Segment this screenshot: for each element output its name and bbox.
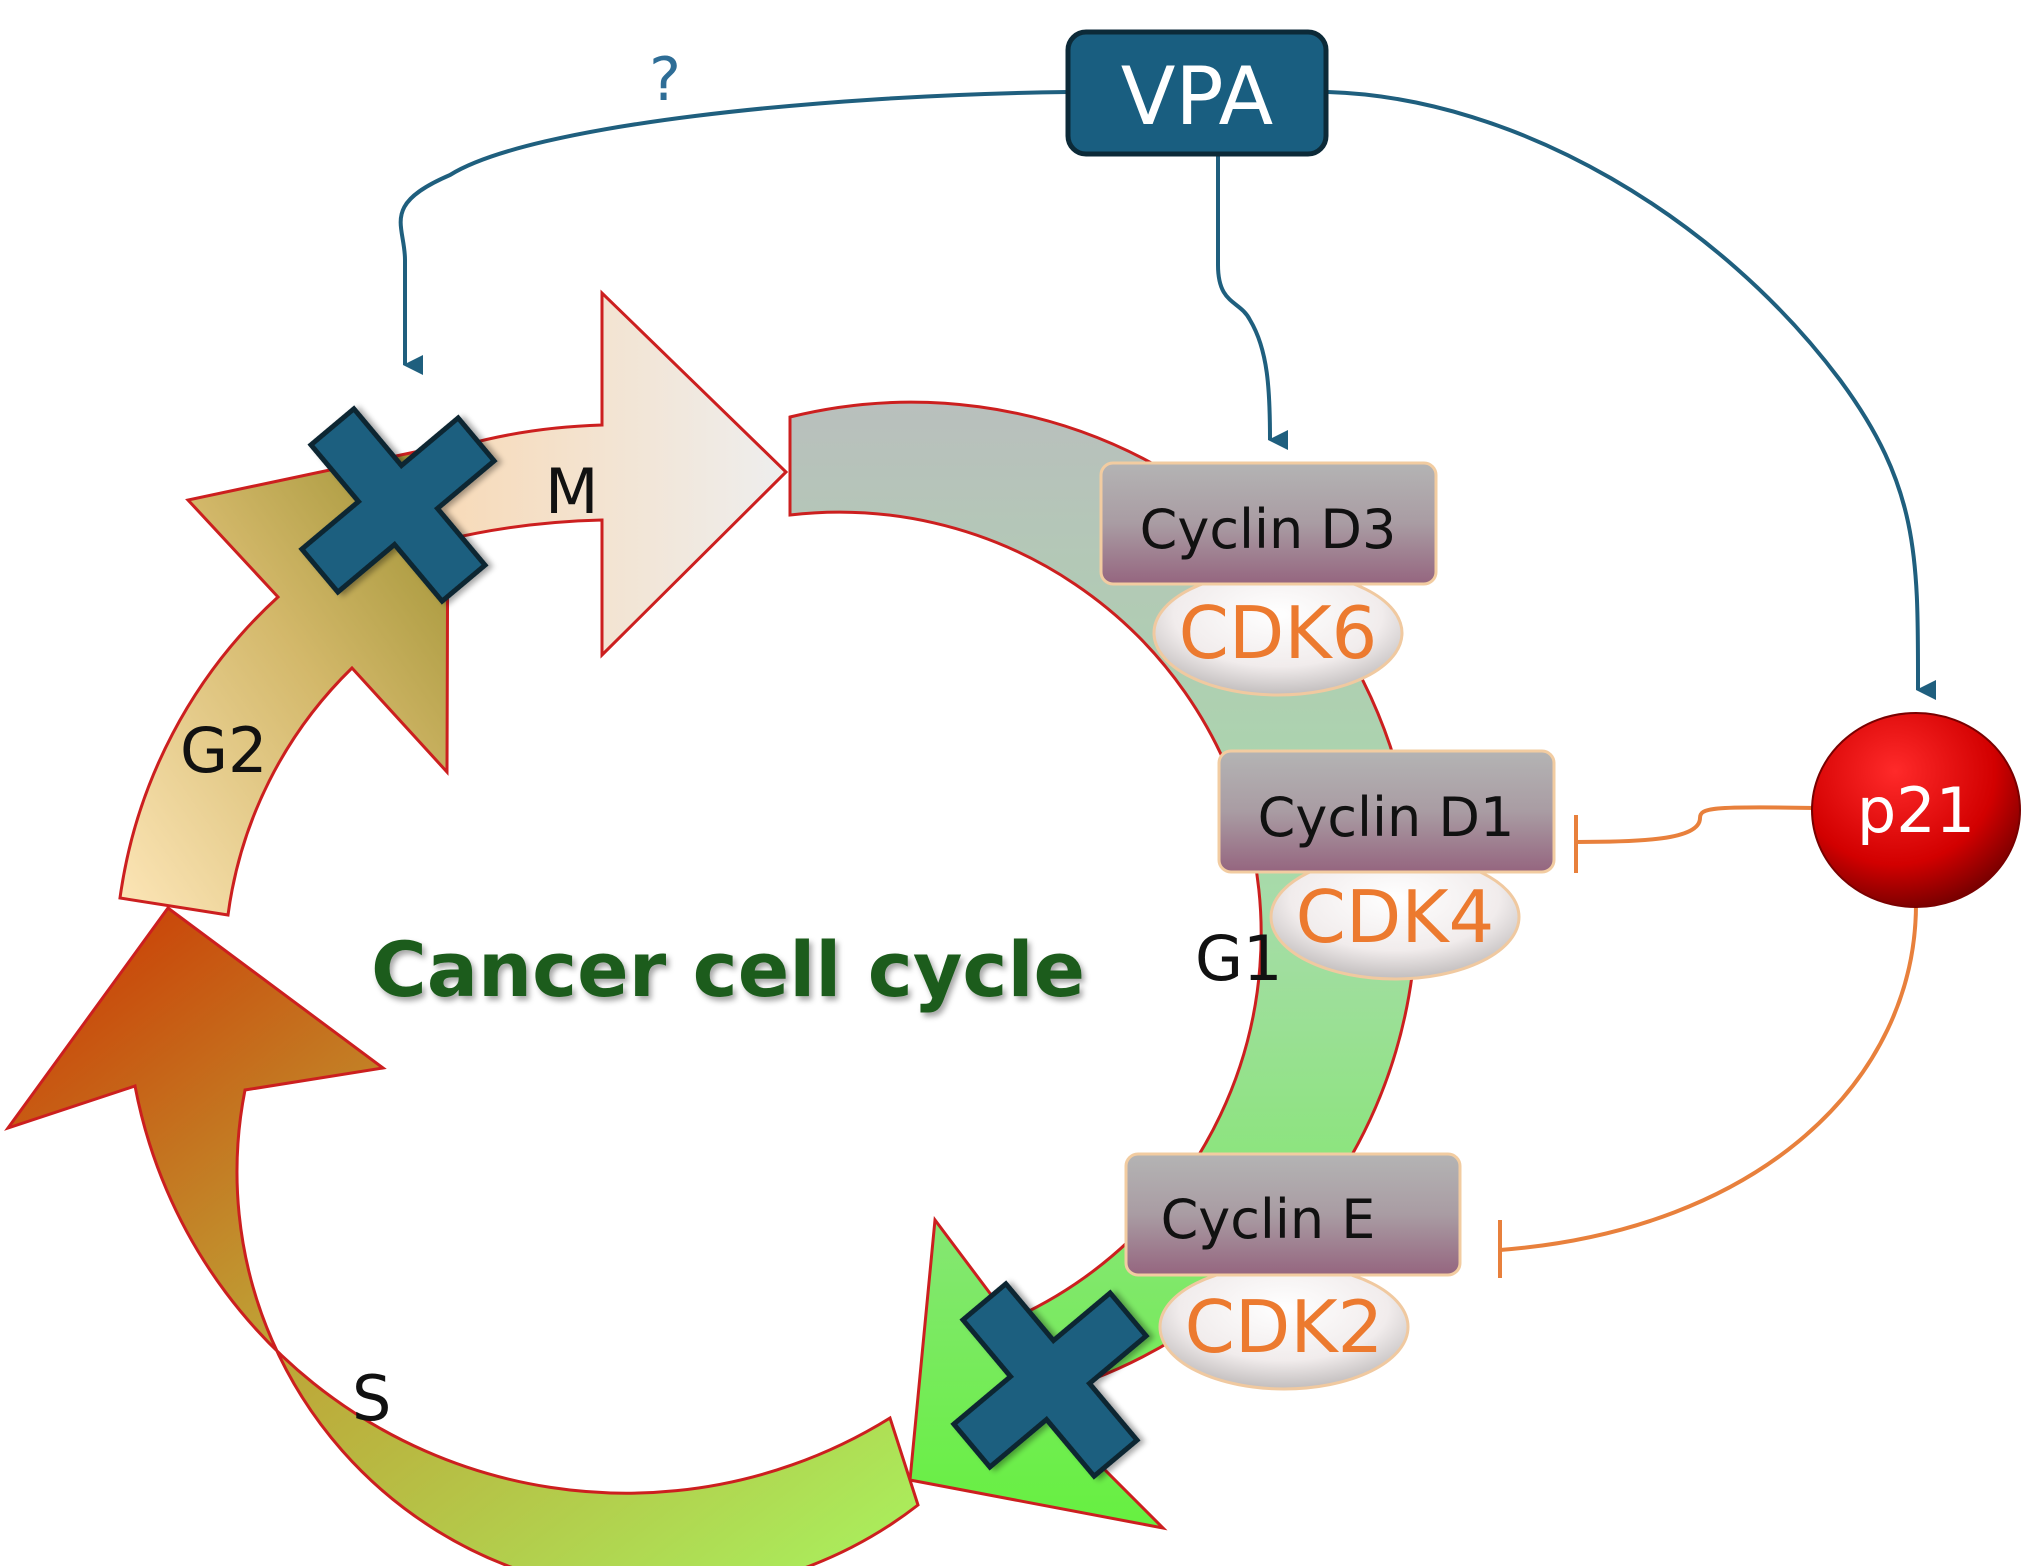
vpa-label: VPA bbox=[1121, 50, 1274, 143]
cyclin-d3-label: Cyclin D3 bbox=[1140, 498, 1397, 561]
complex-cyclin-e-cdk2: CDK2 Cyclin E bbox=[1124, 1152, 1462, 1391]
phase-label-g1: G1 bbox=[1195, 922, 1283, 995]
center-title: Cancer cell cycle bbox=[371, 925, 1085, 1014]
cyclin-d1-label: Cyclin D1 bbox=[1258, 786, 1515, 849]
uncertain-mark: ? bbox=[649, 45, 681, 115]
cyclin-e-label: Cyclin E bbox=[1161, 1188, 1376, 1251]
vpa-box bbox=[1065, 29, 1329, 157]
cyclin-d1-box bbox=[1217, 749, 1556, 874]
phase-label-m: M bbox=[545, 455, 599, 528]
vpa-to-g2m-arrow bbox=[398, 90, 1069, 375]
s-phase-arrow bbox=[4, 905, 920, 1566]
x-block-icon bbox=[950, 1280, 1150, 1480]
p21-node: p21 bbox=[1811, 712, 2021, 908]
phase-label-g2: G2 bbox=[180, 714, 268, 787]
x-block-icon bbox=[298, 405, 498, 605]
m-phase-arrow bbox=[423, 289, 789, 659]
p21-circle bbox=[1811, 712, 2021, 908]
complex-cyclin-d1-cdk4: CDK4 Cyclin D1 bbox=[1217, 749, 1556, 981]
cdk2-label: CDK2 bbox=[1185, 1285, 1384, 1369]
p21-label: p21 bbox=[1857, 774, 1975, 847]
vpa-node: VPA bbox=[1065, 29, 1329, 157]
vpa-to-p21-curve bbox=[1327, 90, 1937, 701]
vpa-to-cyclin-d3-arrow bbox=[1216, 150, 1289, 450]
cdk4-label: CDK4 bbox=[1296, 875, 1495, 959]
complex-cyclin-d3-cdk6: CDK6 Cyclin D3 bbox=[1099, 461, 1438, 697]
cyclin-d3-box bbox=[1099, 461, 1438, 586]
p21-inhibition-lines bbox=[1498, 805, 1918, 1278]
cdk6-label: CDK6 bbox=[1179, 591, 1378, 675]
phase-label-s: S bbox=[352, 1362, 391, 1435]
cyclin-e-box bbox=[1124, 1152, 1462, 1277]
vpa-connections bbox=[398, 90, 1937, 701]
p21-inhibits-cyclin-d1 bbox=[1575, 805, 1816, 844]
p21-inhibits-cyclin-e bbox=[1499, 903, 1918, 1252]
